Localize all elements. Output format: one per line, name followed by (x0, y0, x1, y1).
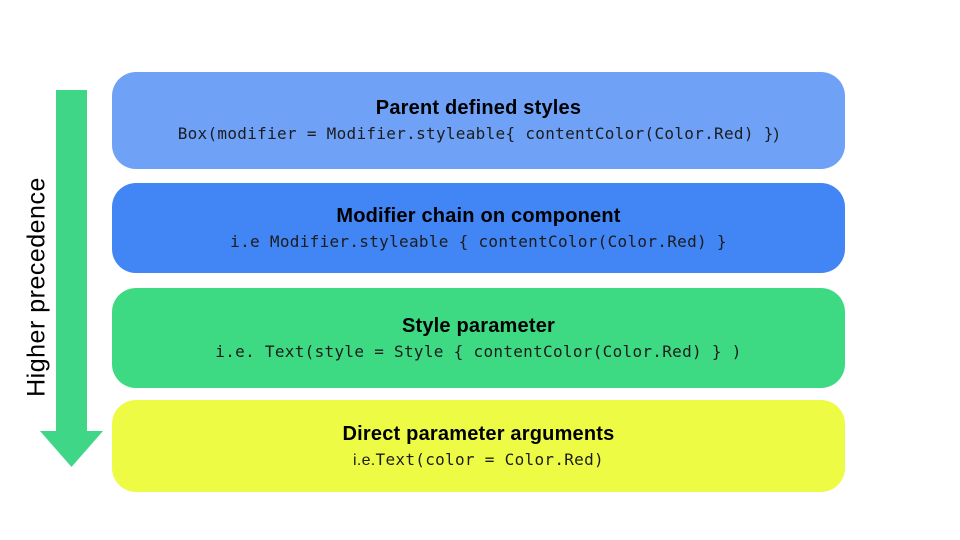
box-code-line: Box(modifier = Modifier.styleable{ conte… (178, 123, 780, 145)
box-code-line: i.e. Text(style = Style { contentColor(C… (215, 341, 741, 362)
precedence-box-parent-defined-styles: Parent defined styles Box(modifier = Mod… (112, 72, 845, 169)
higher-precedence-label: Higher precedence (22, 177, 51, 397)
box-code-line: i.e Modifier.styleable { contentColor(Co… (230, 231, 727, 252)
box-title: Style parameter (401, 315, 556, 337)
precedence-box-style-parameter: Style parameter i.e. Text(style = Style … (112, 288, 845, 388)
box-code-mono: Text(color = Color.Red) (375, 449, 604, 469)
box-code-suffix: ) (773, 126, 780, 143)
precedence-box-modifier-chain: Modifier chain on component i.e Modifier… (112, 183, 845, 273)
down-arrow-head-icon (40, 431, 103, 467)
box-title: Modifier chain on component (336, 205, 621, 227)
precedence-box-direct-arguments: Direct parameter arguments i.e.Text(colo… (112, 400, 845, 492)
box-code-mono: i.e. Text(style = Style { contentColor(C… (215, 342, 742, 361)
box-code-prefix: i.e. (352, 451, 376, 469)
box-code-mono: i.e Modifier.styleable { contentColor(Co… (230, 232, 727, 251)
down-arrow-bar (56, 90, 87, 432)
box-code-line: i.e.Text(color = Color.Red) (353, 449, 604, 471)
box-title: Direct parameter arguments (342, 422, 615, 445)
box-title: Parent defined styles (375, 97, 582, 119)
box-code-mono: Box(modifier = Modifier.styleable{ conte… (177, 124, 774, 143)
